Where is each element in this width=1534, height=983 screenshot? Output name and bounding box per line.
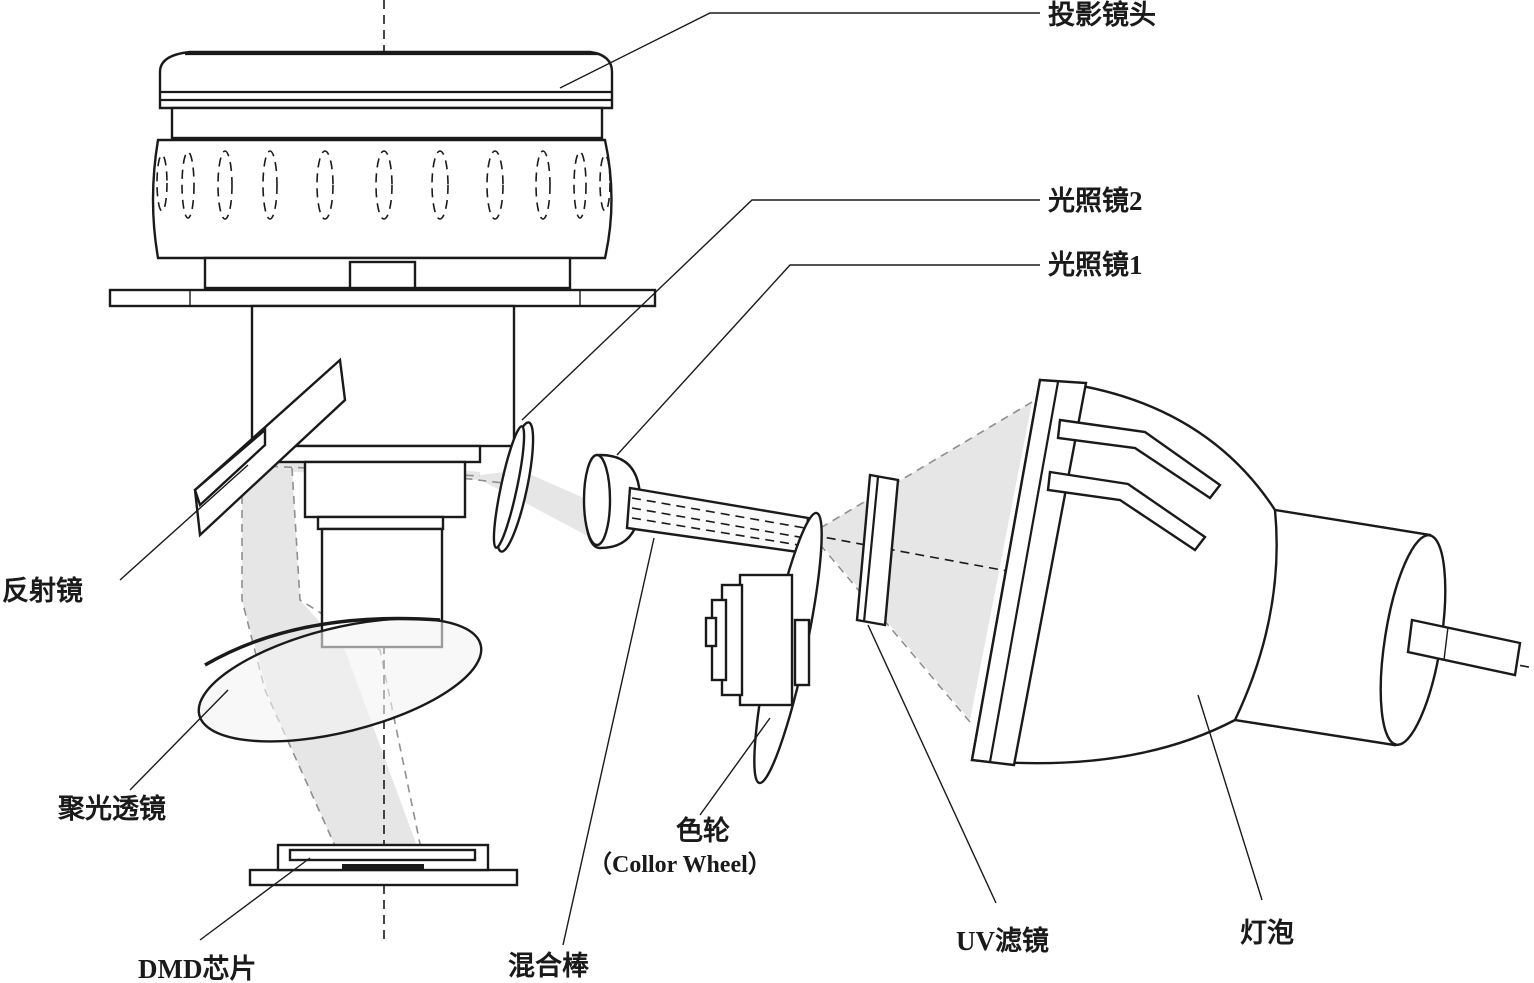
dmd-chip — [248, 843, 519, 887]
label-illumination-lens-1: 光照镜1 — [1047, 250, 1143, 280]
label-projection-lens: 投影镜头 — [1048, 0, 1156, 30]
projection-lens — [108, 50, 657, 649]
mixing-rod — [625, 486, 810, 555]
bulb — [970, 378, 1522, 767]
label-dmd-chip: DMD芯片 — [138, 954, 256, 983]
label-reflector: 反射镜 — [2, 576, 83, 606]
bulb-light-cone — [812, 402, 1032, 720]
label-bulb: 灯泡 — [1240, 917, 1294, 948]
reflector-mirror — [193, 357, 347, 538]
label-color-wheel-en: （Collor Wheel） — [588, 851, 772, 878]
leader-lines — [119, 12, 1263, 946]
label-condenser-lens: 聚光透镜 — [57, 794, 166, 824]
condenser-lens-shape — [197, 617, 483, 743]
uv-filter — [855, 473, 900, 627]
focus-ring-grips — [156, 150, 611, 220]
label-illumination-lens-2: 光照镜2 — [1047, 186, 1143, 216]
label-uv-filter: UV滤镜 — [956, 926, 1049, 956]
label-color-wheel: 色轮 — [676, 815, 730, 846]
color-wheel — [704, 511, 823, 785]
illumination-lens-2 — [492, 421, 535, 553]
label-mixing-rod: 混合棒 — [508, 950, 590, 981]
